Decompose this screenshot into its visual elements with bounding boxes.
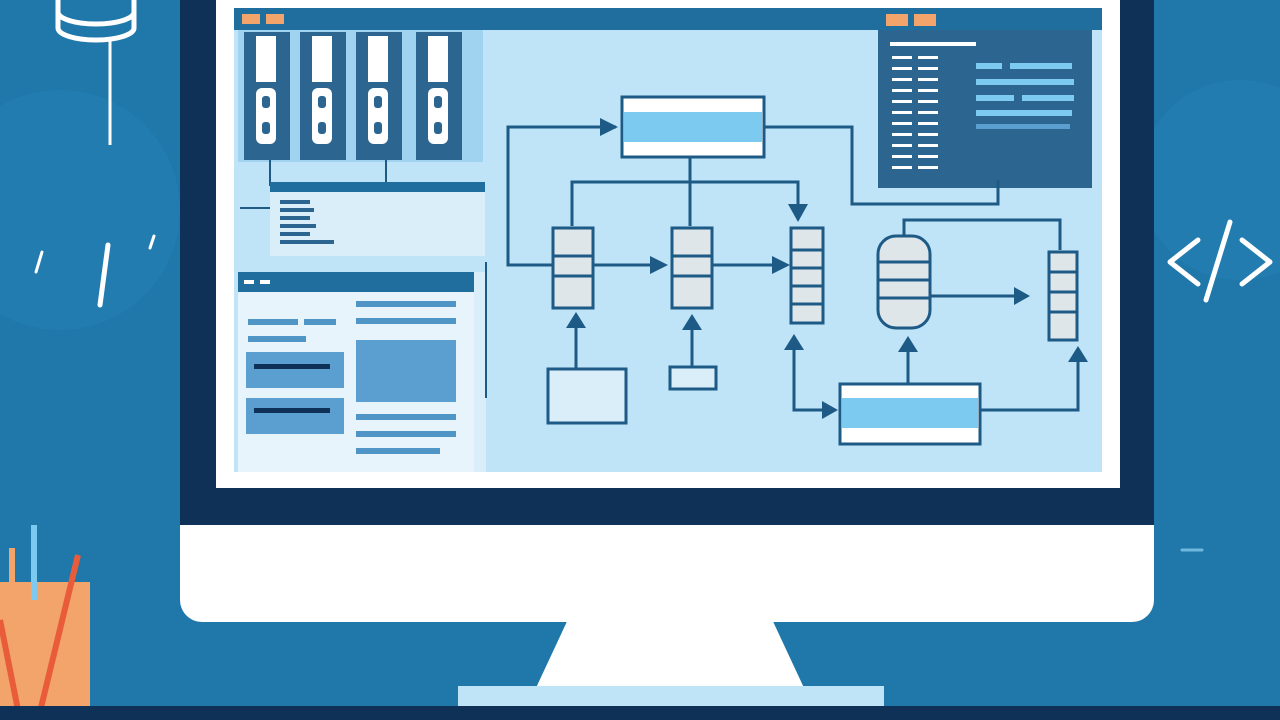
window-button (266, 14, 284, 24)
image-placeholder (356, 340, 456, 402)
window-button (886, 14, 908, 26)
list-panel (270, 182, 485, 256)
decorative-marks (34, 234, 1204, 552)
flow-arrowheads (566, 118, 1088, 419)
monitor-base (458, 686, 884, 706)
server-rack-panel (238, 30, 483, 209)
form-panel (238, 262, 487, 472)
form-input (246, 352, 344, 388)
window-button (914, 14, 936, 26)
pencil-cup-icon (0, 525, 90, 720)
monitor-stand (535, 615, 805, 690)
flow-database-node (876, 234, 932, 330)
code-brackets-icon (1167, 219, 1273, 303)
flowchart-panel (506, 95, 1080, 446)
desk-surface (0, 706, 1280, 720)
code-panel (878, 30, 1092, 188)
form-input (246, 398, 344, 434)
screen-title-bar (234, 8, 1102, 30)
window-button (242, 14, 260, 24)
database-icon (55, 0, 137, 145)
